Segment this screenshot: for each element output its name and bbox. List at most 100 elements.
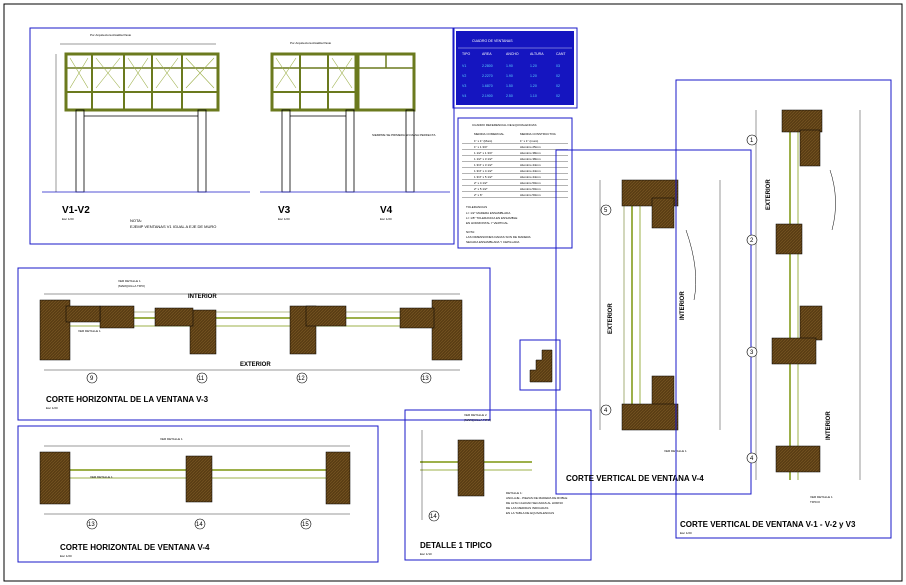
svg-text:4: 4 [604, 408, 608, 414]
v4-side-note: SIEMPRE SE PRIMERA EN MASA PERFECTA [372, 133, 435, 137]
vv123-callout2: TIPICO [810, 500, 821, 504]
equiv-cell: 1" x 1" (Muro) [474, 139, 492, 143]
horizontal-section-v3: INTERIOR EXTERIOR VER DETALLE 1 (MARQUIL… [17, 267, 491, 421]
windows-table-cell: 02 [556, 84, 560, 88]
elevation-note-text: EJEMP VENTANAS V1 IGUAL A EJE DE MURO [130, 224, 216, 229]
equiv-cell: 2" x 4 1/2" [474, 181, 488, 185]
elevation-top-label-1: Por Arquitectura Alcaldia Pasto [90, 33, 132, 37]
v4-callout-left: VER DETALLE 1 [90, 475, 113, 479]
detail-note-4: EN LA TABLA DE EQUIVALENCIAS [506, 511, 554, 515]
equiv-cell: Aluminio 44mm [520, 163, 541, 167]
equiv-cell: 1" x 1" (muro) [520, 139, 538, 143]
vv4-interior: INTERIOR [680, 291, 686, 320]
elevation-top-label-2: Por Arquitectura Alcaldia Pasto [290, 41, 332, 45]
windows-table-cell: V4 [462, 94, 466, 98]
equiv-note-2: SECADA ENSAMBLADA Y CEPILLADA [466, 240, 519, 244]
windows-table-header: AREA [482, 52, 492, 56]
svg-text:5: 5 [604, 208, 608, 214]
view-scale-v4: Esc 1/20 [380, 217, 392, 221]
vv123-interior: INTERIOR [826, 411, 832, 440]
vertical-section-v123: EXTERIOR INTERIOR 1 2 3 4 VER DETALLE 1 … [675, 79, 892, 539]
view-label-v3: V3 [278, 205, 291, 216]
equiv-cell: 1 3/4" x 4 1/2" [474, 169, 493, 173]
detail-scale: Esc 1/10 [420, 552, 432, 556]
window-v1v2-elevation [42, 43, 250, 193]
v3-callout-left: VER DETALLE 1 [78, 329, 101, 333]
equiv-cell: Aluminio 44mm [520, 175, 541, 179]
windows-table-cell: 1.6870 [482, 84, 493, 88]
svg-text:3: 3 [750, 350, 754, 356]
windows-table-cell: 2.2270 [482, 74, 493, 78]
v3-bubble-b: 11 [196, 372, 208, 384]
equiv-cell: 1 3/4" x 3 1/2" [474, 163, 493, 167]
v3-bubble-a: 9 [86, 372, 98, 384]
vv123-callout: VER DETALLE 1 [810, 495, 833, 499]
windows-table-cell: V1 [462, 64, 466, 68]
equiv-cell: Aluminio 50mm [520, 193, 541, 197]
windows-table-cell: V3 [462, 84, 466, 88]
detail-callout2: (MARQUILLA TIPO) [464, 418, 491, 422]
equiv-cell: Aluminio 44mm [520, 169, 541, 173]
v3-bubble-c: 12 [296, 372, 308, 384]
detail-note-2: DE ALTA CALIDAD SECADAS AL HORNO [506, 501, 564, 505]
detail-callout: VER DETALLE 2 [464, 413, 487, 417]
svg-text:9: 9 [90, 376, 94, 382]
vv123-exterior: EXTERIOR [766, 179, 772, 210]
detail-note-3: DE LAS MEDIDAS INDICADAS [506, 506, 548, 510]
v3-scale: Esc 1/20 [46, 406, 58, 410]
svg-text:14: 14 [430, 514, 437, 520]
window-v3-elevation [270, 52, 358, 193]
v3-title: CORTE HORIZONTAL DE LA VENTANA V-3 [46, 395, 209, 404]
vertical-section-v4: EXTERIOR INTERIOR 5 4 VER DETALLE 1 CORT… [555, 149, 752, 495]
svg-text:1: 1 [750, 138, 754, 144]
vv4-callout: VER DETALLE 1 [664, 449, 687, 453]
v4-bubble-a: 13 [86, 518, 98, 530]
equiv-cell: Aluminio 38mm [520, 157, 541, 161]
windows-table-cell: 2.1900 [482, 94, 493, 98]
profile-symbol [519, 339, 561, 391]
view-scale-v3: Esc 1/20 [278, 217, 290, 221]
svg-text:2: 2 [750, 238, 754, 244]
view-label-v1v2: V1-V2 [62, 205, 90, 216]
v4-horiz-title: CORTE HORIZONTAL DE VENTANA V-4 [60, 543, 210, 552]
windows-table-cell: 1.20 [530, 84, 537, 88]
vv123-scale: Esc 1/20 [680, 531, 692, 535]
equiv-note-head: NOTA: [466, 230, 475, 234]
windows-table-title: CUADRO DE VENTANAS [472, 39, 513, 43]
svg-text:11: 11 [198, 376, 205, 382]
view-scale-v1v2: Esc 1/20 [62, 217, 74, 221]
equiv-cell: 1" x 1 3/4" [474, 145, 488, 149]
equiv-cell: 1 1/2" x 3 1/2" [474, 157, 493, 161]
equiv-cell: 2" x 5 1/2" [474, 187, 488, 191]
window-v4-elevation [260, 52, 450, 193]
windows-table-cell: 1.20 [530, 74, 537, 78]
v4-horiz-scale: Esc 1/20 [60, 554, 72, 558]
equiv-cell: Aluminio 50mm [520, 187, 541, 191]
equivalences-table: CUADRO REFERENCIAL DE EQUIVALENCIAS MEDI… [457, 117, 573, 249]
equiv-cell: Aluminio 50mm [520, 181, 541, 185]
equiv-cell: Aluminio 25mm [520, 145, 541, 149]
equiv-head-right: MEDIDA CONSTRUCTIVA [520, 132, 556, 136]
vv123-bubble-c: 3 [746, 346, 758, 358]
vv4-bubble-a: 5 [600, 204, 612, 216]
equiv-tol-2: L= 1/8" TOLERANCIA EN ENSAMBLE [466, 216, 517, 220]
svg-text:4: 4 [750, 456, 754, 462]
windows-table-cell: 2.50 [506, 94, 513, 98]
windows-table-cell: 1.90 [506, 64, 513, 68]
windows-table-cell: 1.90 [506, 74, 513, 78]
windows-table-header: ANCHO [506, 52, 519, 56]
horizontal-section-v4: VER DETALLE 1 VER DETALLE 1 13 14 15 COR… [17, 425, 379, 563]
detail-note-1: ANCLAJE - PIEZAS DE MADERA DE ROBLE [506, 496, 567, 500]
svg-text:13: 13 [88, 522, 95, 528]
windows-table-cell: 1.50 [506, 84, 513, 88]
v4-callout-top: VER DETALLE 1 [160, 437, 183, 441]
equiv-cell: 1 3/4" x 5 1/2" [474, 175, 493, 179]
vv4-exterior: EXTERIOR [608, 303, 614, 334]
equiv-tol-1: L= 1/2" MADERA ENSAMBLADA [466, 211, 510, 215]
vv4-title: CORTE VERTICAL DE VENTANA V-4 [566, 474, 704, 483]
vv123-bubble-d: 4 [746, 452, 758, 464]
equiv-head-left: MEDIDA COMERCIAL [474, 132, 505, 136]
sheet-border [3, 3, 903, 582]
